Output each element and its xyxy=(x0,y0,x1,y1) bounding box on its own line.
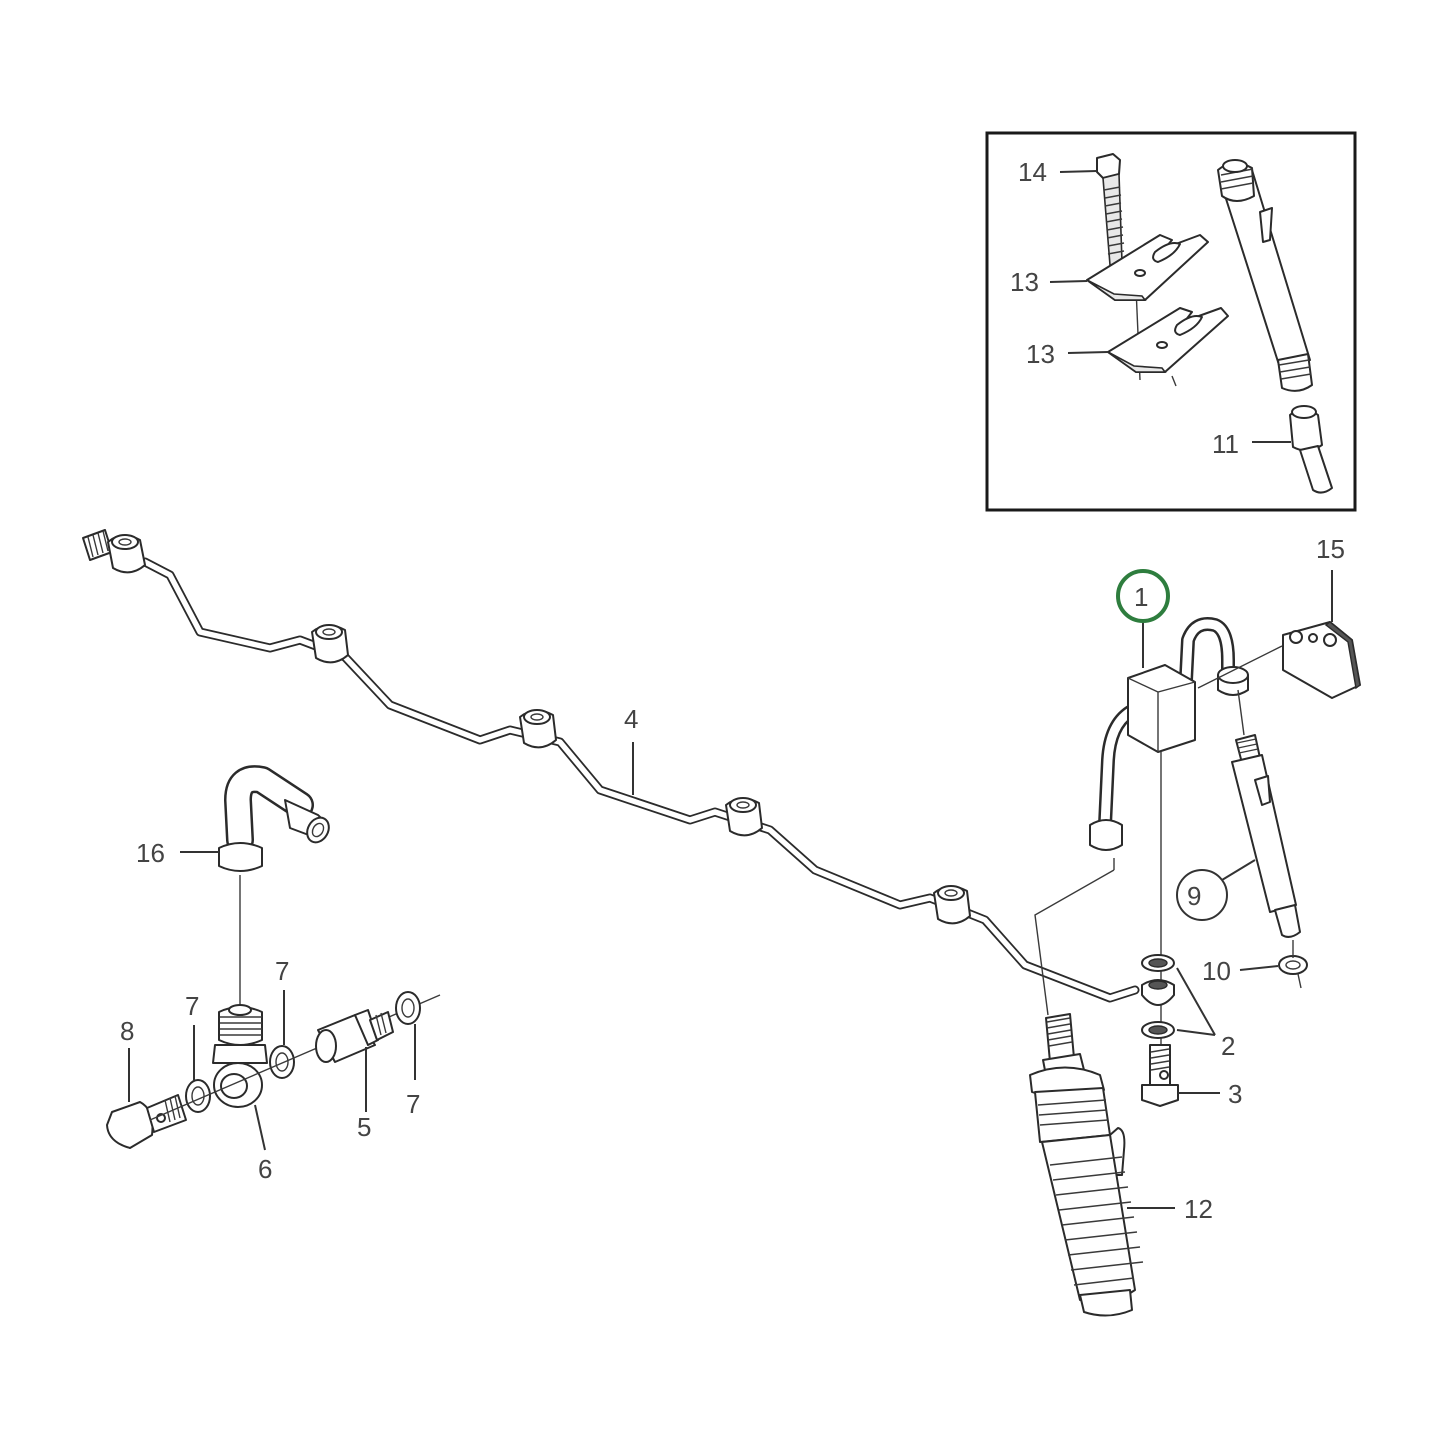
banjo-fitting xyxy=(107,534,146,574)
clamp-plate-lower-13 xyxy=(1107,307,1229,387)
clamp-block-15 xyxy=(1282,621,1361,699)
callout-2: 2 xyxy=(1221,1031,1235,1061)
sealing-washer-7-left xyxy=(185,1079,211,1113)
injector-body-inset xyxy=(1217,159,1313,392)
callout-13-lower: 13 xyxy=(1026,339,1055,369)
callout-11: 11 xyxy=(1212,429,1239,459)
callout-16: 16 xyxy=(136,838,165,868)
injector-10 xyxy=(1231,734,1301,938)
callout-7-right: 7 xyxy=(406,1089,420,1119)
callout-8: 8 xyxy=(120,1016,134,1046)
callout-15: 15 xyxy=(1316,534,1345,564)
callout-3: 3 xyxy=(1228,1079,1242,1109)
banjo-bolt-3 xyxy=(1141,1044,1179,1107)
inset-frame xyxy=(985,131,1357,512)
right-assembly: 1 15 9 10 xyxy=(1029,534,1361,1317)
callout-6: 6 xyxy=(258,1154,272,1184)
callout-10: 9 xyxy=(1187,881,1201,911)
pipe-banjo xyxy=(1141,979,1175,1006)
union-fitting-5 xyxy=(315,1009,394,1063)
callout-13-upper: 13 xyxy=(1010,267,1039,297)
banjo-tee-6 xyxy=(212,1004,268,1108)
banjo-bolt-8 xyxy=(106,1094,187,1149)
callout-7-left: 7 xyxy=(185,991,199,1021)
clamp-plate-upper-13 xyxy=(1086,234,1209,301)
banjo-fitting xyxy=(519,709,557,749)
callout-ring-10 xyxy=(1176,869,1228,921)
callout-9: 12 xyxy=(1184,1194,1213,1224)
callout-14: 14 xyxy=(1018,157,1047,187)
sealing-washer-7-right xyxy=(395,991,421,1025)
callout-5: 5 xyxy=(357,1112,371,1142)
inset-panel: 14 13 13 11 xyxy=(985,131,1357,512)
washer-12 xyxy=(1278,955,1308,975)
leak-off-pipe-4: 4 xyxy=(82,529,1140,1003)
left-fitting-group: 16 6 8 7 xyxy=(106,765,441,1184)
elbow-hose-16 xyxy=(218,765,330,872)
banjo-fitting xyxy=(725,797,763,837)
banjo-fitting xyxy=(933,885,971,925)
nozzle-part-11 xyxy=(1289,405,1333,494)
callout-12: 10 xyxy=(1202,956,1231,986)
sealing-washer-2-upper xyxy=(1141,954,1175,972)
injection-pipe-1 xyxy=(1089,617,1249,851)
callout-4: 4 xyxy=(624,704,638,734)
callout-1[interactable]: 1 xyxy=(1134,582,1148,612)
sealing-washer-2-lower xyxy=(1141,1021,1175,1039)
callout-7-middle: 7 xyxy=(275,956,289,986)
pump-element-9 xyxy=(1029,1013,1144,1317)
sealing-washer-7-middle xyxy=(269,1045,295,1079)
banjo-fitting xyxy=(311,624,349,664)
highlight-ring xyxy=(1116,569,1170,623)
